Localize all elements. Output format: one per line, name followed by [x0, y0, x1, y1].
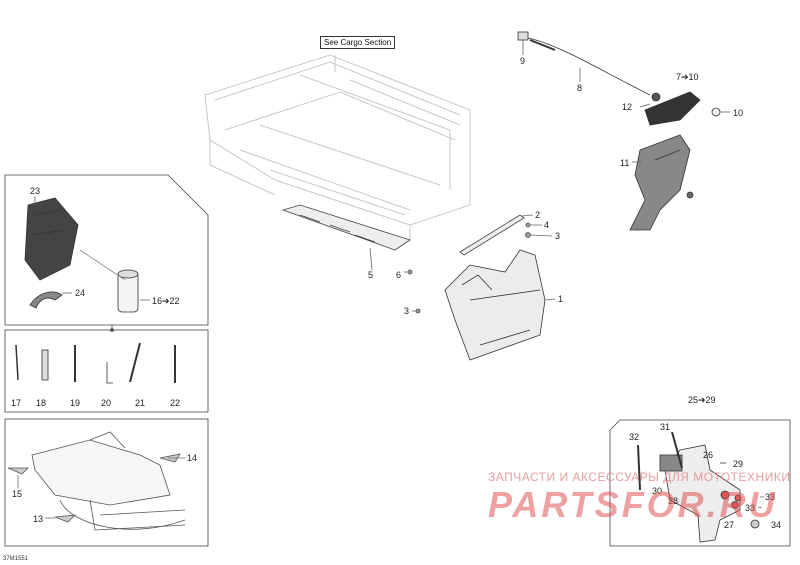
side-rail-part [281, 204, 411, 251]
callout-5: 5 [368, 270, 374, 280]
hitch-assembly-part [637, 431, 760, 543]
callout-33b: 33 [745, 503, 756, 513]
callout-24: 24 [75, 288, 86, 298]
callout-31: 31 [660, 422, 671, 432]
strip-part [459, 214, 525, 256]
callout-26: 26 [703, 450, 714, 460]
callout-34: 34 [771, 520, 782, 530]
callout-23: 23 [30, 186, 41, 196]
callout-19: 19 [70, 398, 81, 408]
watermark-logo: PARTSFOR.RU [488, 484, 778, 525]
callout-6: 6 [396, 270, 402, 280]
callout-11: 11 [620, 158, 630, 168]
callout-29: 29 [733, 459, 744, 469]
tools-illustration [15, 342, 176, 384]
cargo-rack-illustration [204, 54, 471, 240]
callout-14: 14 [187, 453, 198, 463]
callout-21: 21 [135, 398, 146, 408]
taillight-part [644, 91, 721, 126]
callout-22: 22 [170, 398, 181, 408]
wire-harness-part [517, 31, 651, 96]
callout-15: 15 [12, 489, 23, 499]
callout-32: 32 [629, 432, 640, 442]
callout-1: 1 [558, 294, 564, 304]
callout-25-29: 25➔29 [688, 395, 716, 405]
tool-kit-part [117, 269, 139, 313]
callout-20: 20 [101, 398, 112, 408]
callout-28: 28 [668, 496, 679, 506]
callout-3a: 3 [555, 231, 561, 241]
tool-pouch-part [24, 197, 79, 281]
callout-17: 17 [11, 398, 22, 408]
callout-27: 27 [724, 520, 735, 530]
callout-8: 8 [577, 83, 583, 93]
callout-7-10: 7➔10 [676, 72, 699, 82]
callout-10: 10 [733, 108, 744, 118]
callout-9: 9 [520, 56, 526, 66]
callout-16-22: 16➔22 [152, 296, 180, 306]
callout-13: 13 [33, 514, 44, 524]
watermark-tagline: ЗАПЧАСТИ И АКСЕССУАРЫ ДЛЯ МОТОТЕХНИКИ [488, 470, 791, 484]
callout-2: 2 [535, 210, 541, 220]
taillight-bracket-part [629, 134, 694, 231]
callout-18: 18 [36, 398, 47, 408]
callout-30: 30 [652, 486, 663, 496]
strap-part [29, 291, 63, 309]
callout-3b: 3 [404, 306, 410, 316]
callout-4: 4 [544, 220, 550, 230]
drawing-code: 37M1551 [3, 556, 29, 562]
see-cargo-section-note: See Cargo Section [320, 36, 396, 49]
snowmobile-illustration [7, 431, 186, 531]
callout-12: 12 [622, 102, 633, 112]
mud-flap-part [444, 249, 546, 361]
callout-33a: 33 [765, 492, 776, 502]
